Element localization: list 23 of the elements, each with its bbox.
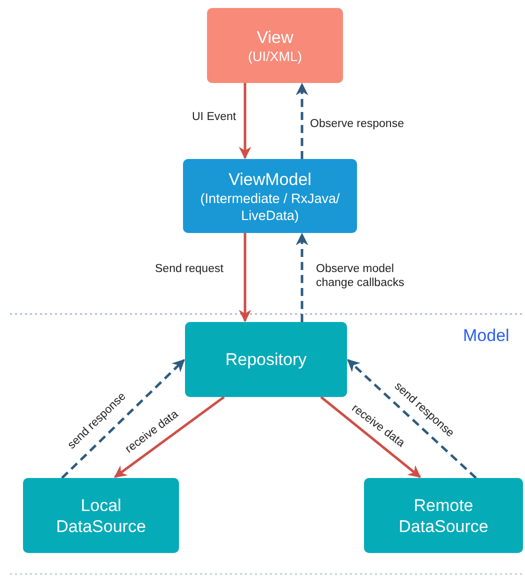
edge-label: Observe response [308, 117, 406, 131]
process-box [183, 159, 357, 233]
node-title: Repository [225, 349, 307, 370]
dashed-arrow [347, 359, 477, 479]
dashed-arrow [296, 232, 308, 322]
node-title: View [256, 26, 294, 48]
arrow [238, 83, 252, 160]
arrow [238, 233, 252, 322]
node-subtitle: (UI/XML) [248, 48, 302, 64]
arrow [114, 396, 225, 478]
process-box [185, 322, 347, 397]
node-title: Local DataSource [56, 494, 146, 536]
node-title: ViewModel [228, 168, 312, 190]
node-subtitle: (Intermediate / RxJava/ LiveData) [199, 190, 341, 224]
process-box [23, 478, 179, 553]
arrow [320, 396, 421, 478]
process-box [364, 478, 523, 553]
edge-label: Send request [153, 262, 226, 276]
process-box [207, 8, 343, 83]
dashed-arrow [61, 359, 185, 479]
node-title: Remote DataSource [398, 494, 488, 536]
layer-label: Model [463, 326, 510, 346]
dashed-arrow [296, 82, 308, 159]
